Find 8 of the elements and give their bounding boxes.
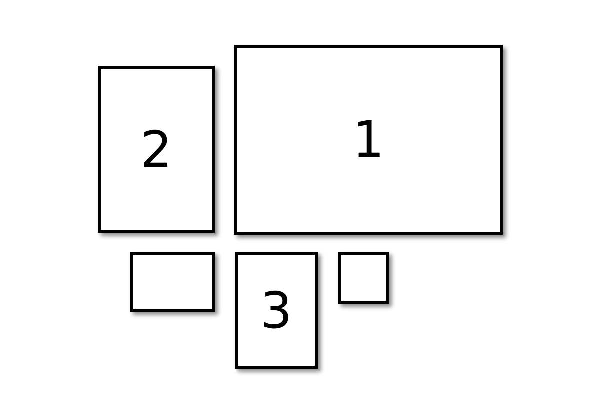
empty-box: [338, 252, 389, 304]
frame-number: 3: [260, 286, 292, 336]
empty-box: [130, 252, 215, 312]
frame-number: 2: [140, 124, 172, 174]
frame-box: [235, 252, 318, 369]
frame-box: [98, 66, 215, 233]
frame-number: 1: [352, 115, 384, 165]
frame-box: [234, 45, 503, 235]
